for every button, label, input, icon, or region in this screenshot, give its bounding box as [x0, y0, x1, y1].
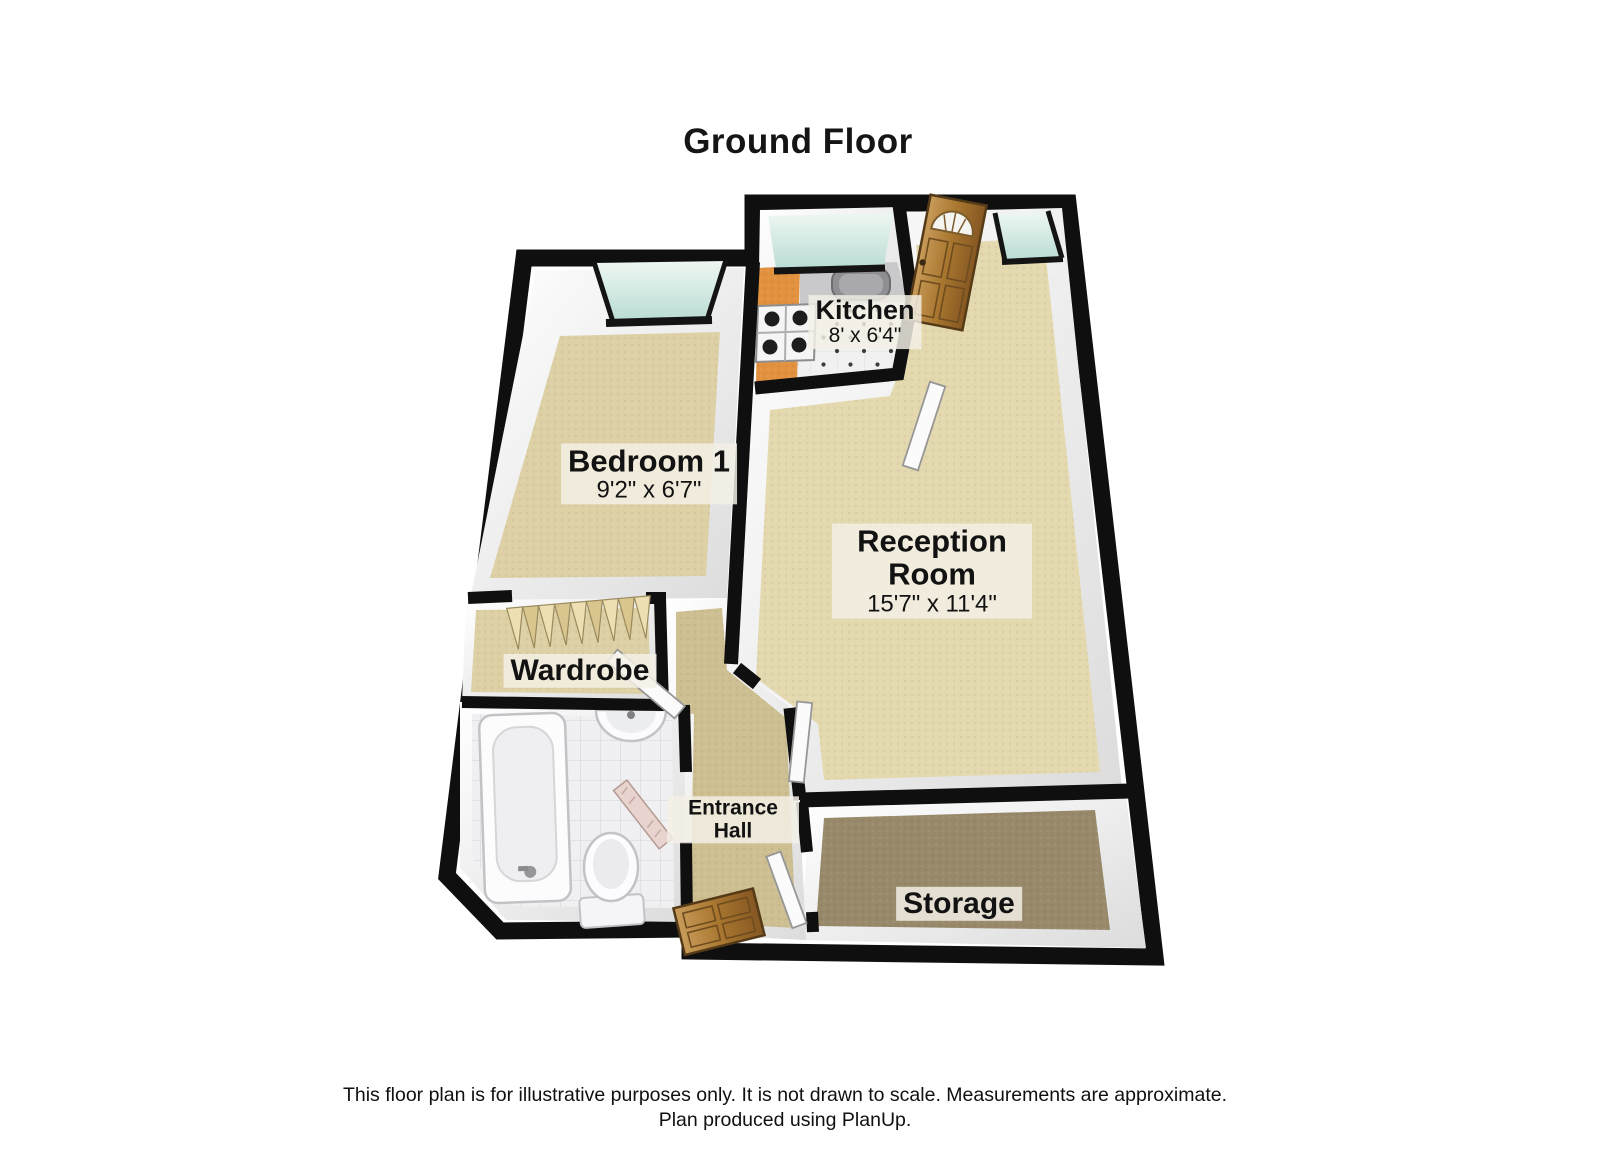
- kitchen-window: [768, 213, 893, 275]
- entrance-hall-name: Entrance Hall: [688, 796, 778, 842]
- outer-wall: [438, 194, 1165, 966]
- bedroom-1-name: Bedroom 1: [568, 443, 730, 479]
- storage-floor: [816, 810, 1110, 930]
- front-door: [904, 193, 989, 332]
- reception-room-name: Reception Room: [857, 523, 1007, 593]
- door-knob: [919, 259, 926, 266]
- storage-door-leaf: [765, 850, 808, 930]
- bath-tap: [518, 865, 529, 872]
- storage-label: Storage: [896, 886, 1022, 922]
- basin-tap: [627, 711, 635, 719]
- bedroom-window: [591, 259, 729, 327]
- bathtub: [477, 711, 573, 905]
- disclaimer-line-1: This floor plan is for illustrative purp…: [342, 1084, 1228, 1106]
- reception-room-label: Reception Room 15'7" x 11'4": [832, 523, 1032, 619]
- entrance-hall-label: Entrance Hall: [667, 796, 799, 844]
- reception-room-dimensions: 15'7" x 11'4": [867, 590, 997, 618]
- kitchen-sink-basin: [839, 274, 883, 295]
- bedroom-1-dimensions: 9'2" x 6'7": [596, 476, 702, 504]
- wardrobe-label: Wardrobe: [503, 653, 657, 689]
- wardrobe-accordion-door: [505, 595, 651, 650]
- kitchen-label: Kitchen 8' x 6'4": [808, 295, 922, 349]
- bathroom-fixtures: [477, 708, 674, 929]
- toilet: [578, 831, 646, 929]
- bedroom-1-label: Bedroom 1 9'2" x 6'7": [561, 443, 737, 505]
- fanlight-window: [930, 210, 974, 238]
- reception-window: [992, 210, 1065, 265]
- disclaimer-line-2: Plan produced using PlanUp.: [658, 1109, 912, 1131]
- wash-basin: [594, 708, 668, 743]
- entrance-hall-floor: [676, 608, 796, 928]
- reception-door-leaf: [787, 700, 814, 784]
- reception-floor: [756, 238, 1100, 780]
- gas-hob: [754, 302, 818, 364]
- kitchen-door-leaf: [901, 380, 947, 472]
- wardrobe-name: Wardrobe: [510, 653, 650, 687]
- page-title: Ground Floor: [683, 122, 913, 161]
- bathroom-door: [612, 779, 674, 850]
- storage-name: Storage: [903, 886, 1015, 920]
- kitchen-name: Kitchen: [815, 295, 915, 326]
- kitchen-dimensions: 8' x 6'4": [828, 324, 902, 348]
- entrance-door: [671, 887, 767, 957]
